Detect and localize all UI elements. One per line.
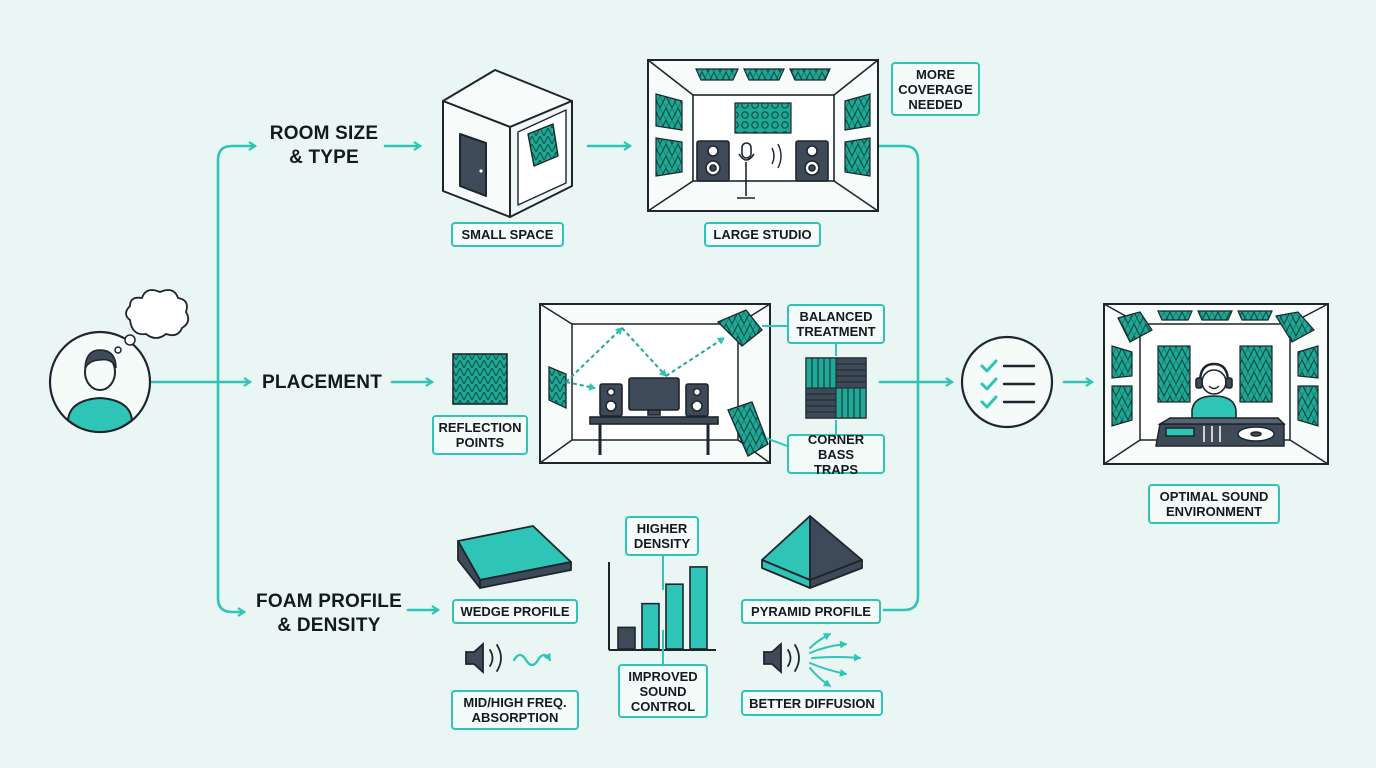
microphone-icon [737, 142, 782, 199]
speaker-icon [465, 641, 552, 675]
step-room-size-type: ROOM SIZE & TYPE [269, 123, 379, 168]
placement-room-illustration [539, 303, 771, 464]
flow-connectors [150, 141, 1094, 617]
label-higher-density: HIGHER DENSITY [625, 516, 699, 556]
label-small-space: SMALL SPACE [451, 222, 564, 247]
balanced-treatment-swatch [805, 357, 867, 419]
density-bar [641, 602, 660, 650]
step-foam-profile-density: FOAM PROFILE & DENSITY [256, 591, 402, 636]
density-bar [665, 583, 684, 650]
label-pointers [662, 325, 837, 664]
label-balanced-treatment: BALANCED TREATMENT [787, 304, 885, 344]
step-placement: PLACEMENT [261, 372, 383, 393]
label-large-studio: LARGE STUDIO [704, 222, 821, 247]
label-mid-high-absorption: MID/HIGH FREQ. ABSORPTION [451, 690, 579, 730]
label-reflection-points: REFLECTION POINTS [432, 415, 528, 455]
label-corner-bass-traps: CORNER BASS TRAPS [787, 432, 885, 477]
label-optimal-sound-environment: OPTIMAL SOUND ENVIRONMENT [1148, 484, 1280, 524]
optimal-room-illustration [1103, 303, 1329, 465]
person-with-thought-bubble-icon [48, 289, 190, 434]
small-space-room-illustration [442, 69, 573, 218]
density-bar [689, 566, 708, 650]
right-merge-line [876, 144, 920, 612]
branch-to-foam-arrow [216, 380, 246, 617]
monitor-icon [589, 377, 719, 455]
label-pyramid-profile: PYRAMID PROFILE [741, 599, 881, 624]
large-studio-illustration [647, 59, 879, 212]
density-bar [617, 626, 636, 650]
pyramid-profile-foam-illustration [761, 515, 863, 589]
label-wedge-profile: WEDGE PROFILE [452, 599, 578, 624]
speaker-icon [763, 641, 800, 675]
label-better-diffusion: BETTER DIFFUSION [741, 690, 883, 716]
speaker-icon [696, 140, 829, 182]
branch-to-room-arrow [216, 141, 257, 384]
wedge-profile-foam-illustration [457, 525, 572, 589]
checklist-icon [960, 335, 1054, 429]
headphones-icon [1191, 362, 1237, 425]
density-bar-chart [608, 562, 716, 651]
reflection-panel-illustration [452, 353, 508, 405]
label-more-coverage-needed: MORE COVERAGE NEEDED [891, 62, 980, 116]
label-improved-sound-control: IMPROVED SOUND CONTROL [618, 664, 708, 718]
diffusion-arrows [809, 633, 861, 687]
